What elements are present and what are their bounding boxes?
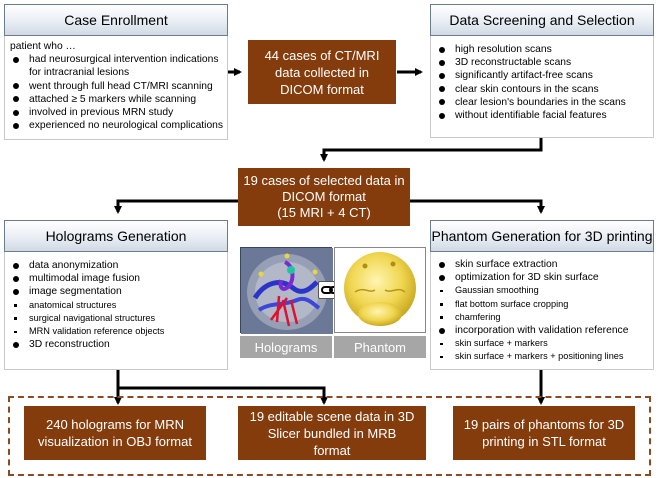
holograms-substep: anatomical structures: [10, 299, 226, 312]
output-scene-box: 19 editable scene data in 3D Slicer bund…: [238, 406, 426, 460]
arrow-selected-to-phantom: [410, 199, 545, 214]
case-enrollment-body: patient who … had neurosurgical interven…: [10, 40, 226, 132]
phantom-step: optimization for 3D skin surface: [436, 271, 652, 284]
phantom-caption-text: Phantom: [353, 339, 407, 355]
enrollment-criterion: had neurosurgical intervention indicatio…: [10, 53, 226, 79]
case-enrollment-title: Case Enrollment: [64, 12, 168, 28]
holograms-image: [240, 247, 333, 334]
selected-data-box: 19 cases of selected data in DICOM forma…: [238, 168, 410, 226]
enrollment-criterion: attached ≥ 5 markers while scanning: [10, 93, 226, 106]
holograms-generation-body: data anonymization multimodal image fusi…: [10, 259, 226, 351]
holograms-generation-title: Holograms Generation: [45, 228, 187, 244]
phantom-substep: skin surface + markers + positioning lin…: [436, 350, 652, 363]
phantom-generation-body: skin surface extraction optimization for…: [436, 258, 652, 364]
selected-data-line2: DICOM format: [282, 189, 366, 204]
selected-data-line1: 19 cases of selected data in: [243, 173, 405, 188]
phantom-generation-header: Phantom Generation for 3D printing: [430, 220, 654, 252]
phantom-step: incorporation with validation reference: [436, 324, 652, 337]
case-enrollment-intro: patient who …: [10, 41, 76, 52]
hologram-head-icon: [241, 248, 333, 334]
screening-criterion: 3D reconstructable scans: [436, 56, 652, 69]
data-screening-body: high resolution scans 3D reconstructable…: [436, 43, 652, 122]
enrollment-criterion: experienced no neurological complication…: [10, 119, 226, 132]
holograms-generation-panel: [4, 240, 228, 370]
collected-data-text: 44 cases of CT/MRI data collected in DIC…: [264, 47, 380, 97]
output-phantoms-text: 19 pairs of phantoms for 3D printing in …: [463, 417, 625, 449]
data-screening-panel: [430, 30, 654, 138]
screening-criterion: clear lesion's boundaries in the scans: [436, 96, 652, 109]
holograms-caption: Holograms: [240, 336, 332, 358]
output-holograms-box: 240 holograms for MRN visualization in O…: [24, 406, 206, 460]
phantom-generation-panel: [430, 240, 654, 370]
phantom-substep: flat bottom surface cropping: [436, 298, 652, 311]
arrow-holograms-to-mrb: [118, 386, 328, 405]
screening-criterion: significantly artifact-free scans: [436, 69, 652, 82]
output-holograms-text: 240 holograms for MRN visualization in O…: [38, 417, 192, 449]
data-screening-title: Data Screening and Selection: [449, 12, 635, 28]
phantom-substep: Gaussian smoothing: [436, 284, 652, 297]
selected-data-line3: (15 MRI + 4 CT): [277, 205, 371, 220]
data-screening-header: Data Screening and Selection: [430, 4, 654, 36]
output-scene-text: 19 editable scene data in 3D Slicer bund…: [249, 408, 415, 458]
screening-criterion: clear skin contours in the scans: [436, 83, 652, 96]
output-phantoms-box: 19 pairs of phantoms for 3D printing in …: [453, 406, 635, 460]
phantom-substep: skin surface + markers: [436, 337, 652, 350]
phantom-head-icon: [344, 252, 416, 326]
holograms-step: image segmentation: [10, 285, 226, 298]
enrollment-criterion: went through full head CT/MRI scanning: [10, 80, 226, 93]
holograms-step: data anonymization: [10, 259, 226, 272]
enrollment-criterion: involved in previous MRN study: [10, 106, 226, 119]
screening-criterion: high resolution scans: [436, 43, 652, 56]
holograms-step: multimodal image fusion: [10, 272, 226, 285]
phantom-step: skin surface extraction: [436, 258, 652, 271]
phantom-generation-title: Phantom Generation for 3D printing: [431, 228, 653, 244]
holograms-substep: surgical navigational structures: [10, 312, 226, 325]
holograms-generation-header: Holograms Generation: [4, 220, 228, 252]
outputs-frame: [8, 396, 651, 476]
screening-criterion: without identifiable facial features: [436, 109, 652, 122]
arrow-screening-to-selected: [320, 138, 543, 162]
phantom-substep: chamfering: [436, 311, 652, 324]
case-enrollment-header: Case Enrollment: [4, 4, 228, 36]
holograms-caption-text: Holograms: [254, 339, 318, 355]
holograms-step: 3D reconstruction: [10, 338, 226, 351]
phantom-image: [334, 247, 426, 333]
phantom-caption: Phantom: [334, 336, 426, 358]
collected-data-box: 44 cases of CT/MRI data collected in DIC…: [248, 40, 396, 104]
holograms-substep: MRN validation reference objects: [10, 325, 226, 338]
